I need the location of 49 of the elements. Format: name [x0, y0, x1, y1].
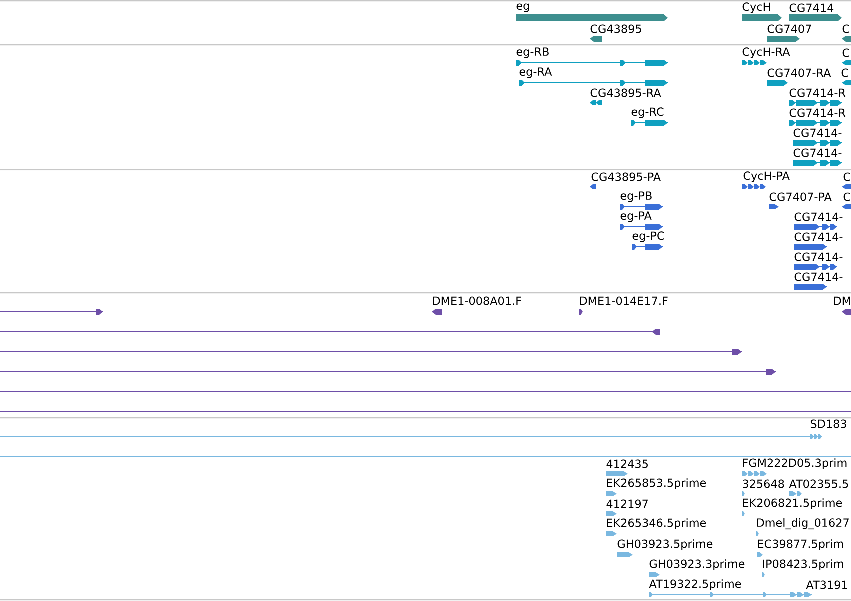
feature-label: CG7414-R [790, 88, 846, 98]
feature-label: eg-PB [620, 192, 652, 202]
feature-label: EC39877.5prim [758, 540, 844, 550]
feature-label: CG7414- [794, 148, 842, 158]
feature-label: GH03923.3prime [650, 560, 745, 570]
feature-label: eg-RB [516, 48, 549, 58]
feature-label: CG43895-RA [590, 88, 662, 98]
feature-label: eg-RA [520, 68, 552, 78]
feature-label: SD183 [810, 420, 846, 428]
feature-label: eg-RC [632, 108, 664, 118]
feature-label: CG43895 [590, 24, 642, 34]
feature-label: CycH-RA [742, 48, 790, 58]
feature-label: CG7414 [790, 4, 834, 12]
feature-label: AT19322.5prime [649, 580, 742, 590]
feature-label: CG7414- [794, 252, 843, 262]
feature-label: CG7414- [794, 232, 843, 242]
feature-label: CycH-PA [744, 172, 790, 182]
feature-label: C [842, 48, 850, 58]
feature-label: 325648 [743, 480, 784, 488]
feature-label: CG7407-RA [768, 68, 832, 78]
feature-label: DM [834, 296, 850, 306]
feature-label: EK206821.5prime [743, 498, 842, 510]
feature-label: DME1-008A01.F [433, 296, 522, 306]
feature-label: EK265853.5prime [607, 478, 706, 490]
feature-label: eg-PC [632, 232, 664, 242]
feature-label: CG43895-PA [592, 172, 661, 182]
feature-label: CG7414- [794, 128, 842, 138]
feature-label: C [842, 68, 848, 78]
feature-label: CycH [742, 2, 770, 14]
feature-label: eg [516, 4, 530, 12]
feature-label: FGM222D05.3prim [743, 458, 847, 470]
feature-label: AT3191 [806, 580, 848, 590]
feature-label: CG7414- [794, 212, 843, 222]
feature-label: Dmel_dig_01627 [757, 518, 849, 530]
feature-label: CG7407 [768, 24, 812, 34]
feature-label: C [844, 172, 850, 182]
feature-label: CG7414- [794, 272, 843, 282]
feature-label: EK265346.5prime [607, 518, 706, 530]
feature-label: eg-PA [620, 212, 652, 222]
feature-label: 412435 [606, 460, 648, 468]
feature-label: C [842, 24, 850, 34]
feature-label: IP08423.5prim [763, 560, 844, 570]
feature-label: C [844, 192, 850, 202]
feature-label: 412197 [606, 500, 648, 508]
feature-label: GH03923.5prime [618, 540, 713, 550]
feature-label: CG7414-R [790, 108, 846, 118]
feature-label: DME1-014E17.F [580, 296, 668, 306]
feature-label: AT02355.5 [789, 480, 848, 488]
feature-label: CG7407-PA [770, 192, 832, 202]
